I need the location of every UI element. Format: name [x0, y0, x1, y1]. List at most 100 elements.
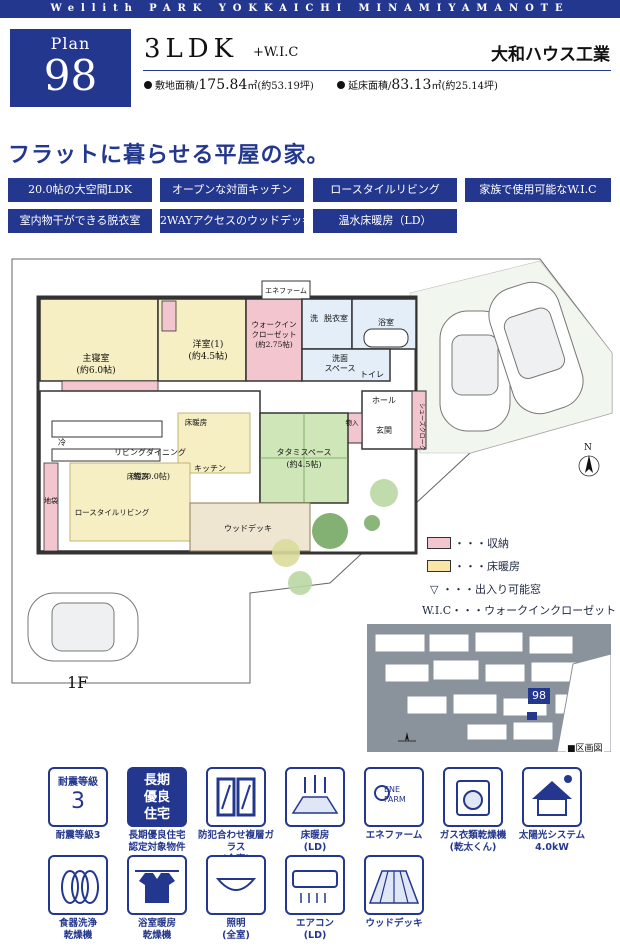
room-label: スペース: [324, 364, 355, 373]
legend-window: ▽ ・・・出入り可能窓: [430, 583, 541, 596]
plan-number: 98: [43, 51, 98, 100]
room-label: 冷: [58, 437, 66, 447]
feature-tag: 温水床暖房（LD）: [313, 209, 457, 233]
room-label: ウォークイン: [252, 320, 297, 329]
storage-swatch: [427, 537, 451, 549]
lot-map: [367, 624, 611, 752]
room-label: キッチン: [194, 464, 226, 473]
storage-strip: [161, 300, 177, 332]
seismic-grade-text: 耐震等級: [58, 777, 98, 788]
icon-caption: 浴室暖房乾燥機: [137, 918, 176, 941]
room-label: (約2.75帖): [255, 339, 293, 349]
ene-farm-brand: ENE FARM: [384, 785, 406, 804]
room-label: ウッドデッキ: [224, 523, 272, 533]
layout-type: 3LDK: [144, 34, 239, 64]
room-label: 脱衣室: [324, 313, 348, 323]
site-area-unit: ㎡: [247, 81, 258, 92]
feature-tag: 家族で使用可能なW.I.C: [465, 178, 611, 202]
ene-farm-icon: ENE FARM: [364, 767, 424, 827]
room-label: (約20.0帖): [130, 471, 170, 481]
icon-caption: 床暖房(LD): [300, 830, 330, 853]
feature-tag: オープンな対面キッチン: [160, 178, 304, 202]
bullet-icon: [144, 81, 152, 89]
room-label: 玄関: [376, 425, 392, 435]
tree-icon: [312, 513, 348, 549]
bathroom-dryer-icon: [127, 855, 187, 915]
dishwasher-icon: [48, 855, 108, 915]
room-label: 物入: [346, 418, 360, 427]
icon-caption: 照明(全室): [222, 918, 250, 941]
room-label: ホール: [372, 396, 396, 405]
icon-caption: 長期優良住宅認定対象物件: [128, 830, 186, 853]
feature-tag: ロースタイルリビング: [313, 178, 457, 202]
dressing-room: [301, 298, 353, 350]
icon-caption: エネファーム: [365, 830, 423, 841]
room-label: 浴室: [378, 317, 394, 327]
title-rule: [143, 70, 611, 71]
seismic-grade-number: 3: [71, 789, 85, 814]
icon-caption: 食器洗浄乾燥機: [58, 918, 97, 941]
security-glass-icon: [206, 767, 266, 827]
site-area-value: 175.84: [198, 77, 248, 93]
icon-caption: ウッドデッキ: [365, 918, 423, 929]
room-label: タタミスペース: [276, 448, 331, 457]
master-bedroom: [39, 298, 159, 382]
car-icon: [439, 310, 511, 432]
lot-map-caption: ■区画図: [566, 741, 604, 754]
layout-suffix: +W.I.C: [253, 45, 299, 60]
shoe-closet: [411, 390, 427, 450]
room-label: 洗面: [332, 353, 348, 363]
room-label: クローゼット: [252, 329, 297, 339]
floor-heat-living: [69, 462, 191, 542]
series-title: Wellith PARK YOKKAICHI MINAMIYAMANOTE: [50, 3, 570, 14]
room-label: 床暖房: [127, 471, 150, 481]
site-area: 敷地面積/175.84㎡(約53.19坪): [144, 77, 314, 93]
car-icon: [488, 281, 584, 415]
floor-area: 延床面積/83.13㎡(約25.14坪): [337, 77, 498, 93]
jibukuro-storage: [43, 462, 59, 552]
tree-icon: [288, 571, 312, 595]
washroom: [301, 348, 391, 382]
plan-badge: Plan 98: [10, 29, 131, 107]
plan-label: Plan: [50, 34, 91, 53]
compass-icon: N: [578, 443, 600, 477]
tree-icon: [364, 515, 380, 531]
floor-area-label: 延床面積: [348, 81, 388, 92]
feature-tag: 2WAYアクセスのウッドデッキ: [160, 209, 313, 233]
gas-dryer-icon: [443, 767, 503, 827]
floor-plan: 主寝室 (約6.0帖) 洋室(1) (約4.5帖) ウォークイン クローゼット …: [11, 258, 613, 684]
room-label: 地袋: [44, 496, 58, 505]
long-life-housing-icon: 長期 優良 住宅: [127, 767, 187, 827]
room-label: (約6.0帖): [76, 364, 115, 376]
room-label: 主寝室: [82, 352, 109, 364]
tree-icon: [272, 539, 300, 567]
legend-floor-heating: ・・・床暖房: [454, 560, 520, 573]
room-label: ロースタイルリビング: [75, 507, 150, 517]
bullet-icon: [337, 81, 345, 89]
room-label: (約4.5帖): [188, 350, 227, 362]
long-life-line3: 住宅: [143, 807, 170, 822]
floor-heating-icon: [285, 767, 345, 827]
floor-area-value: 83.13: [391, 77, 432, 93]
feature-tag: 20.0帖の大空間LDK: [8, 178, 152, 202]
map-compass-icon: [398, 732, 416, 742]
compass-north: N: [584, 443, 592, 453]
site-area-label: 敷地面積: [155, 81, 195, 92]
legend-storage: ・・・収納: [454, 537, 509, 550]
legend-wic: W.I.C・・・ウォークインクローゼット: [422, 604, 617, 617]
room-label: エネファーム: [265, 287, 307, 295]
kitchen-counter: [51, 420, 163, 438]
headline: フラットに暮らせる平屋の家。: [8, 142, 330, 168]
floor-area-unit: ㎡: [431, 81, 442, 92]
wood-deck-icon: [364, 855, 424, 915]
maker-name: 大和ハウス工業: [491, 45, 610, 65]
room-label: 床暖房: [185, 417, 208, 427]
icon-caption: 耐震等級3: [55, 830, 101, 841]
long-life-line1: 長期: [143, 773, 170, 788]
heating-swatch: [427, 560, 451, 572]
lot-map-drawing: [374, 631, 611, 752]
storage-strip: [61, 380, 159, 392]
room-label: トイレ: [360, 370, 384, 379]
top-series-bar: Wellith PARK YOKKAICHI MINAMIYAMANOTE: [0, 0, 620, 18]
